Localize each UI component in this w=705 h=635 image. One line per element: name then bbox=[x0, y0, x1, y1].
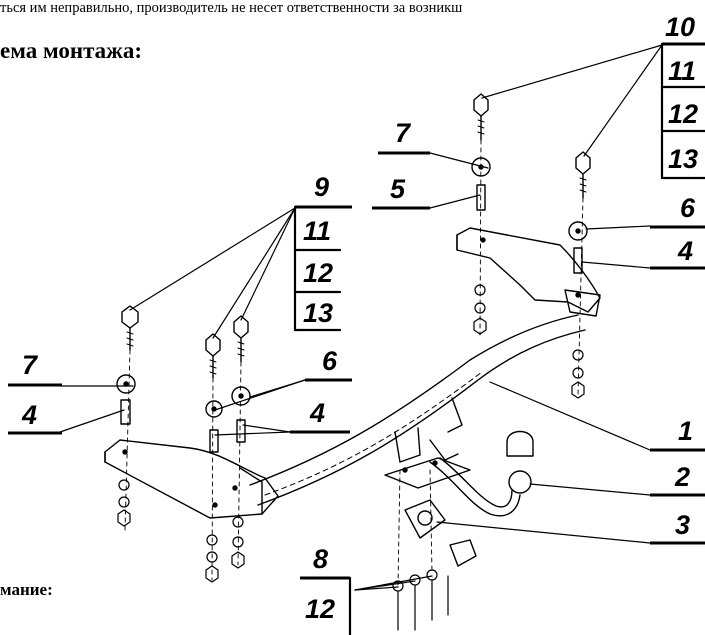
crossbar-tube bbox=[249, 314, 586, 506]
callout-6-left: 6 bbox=[322, 346, 338, 376]
label-underlines bbox=[8, 42, 705, 580]
callout-11-right: 11 bbox=[668, 56, 696, 86]
callout-12-bottom: 12 bbox=[305, 594, 335, 624]
sleeves bbox=[120, 184, 583, 453]
callout-4-mid: 4 bbox=[309, 398, 325, 428]
callout-12-left: 12 bbox=[303, 258, 333, 288]
left-bracket bbox=[104, 439, 279, 519]
callout-3: 3 bbox=[675, 510, 690, 540]
callout-1: 1 bbox=[678, 416, 693, 446]
callout-9: 9 bbox=[314, 172, 329, 202]
tow-ball-neck bbox=[429, 430, 534, 517]
leader-lines bbox=[59, 44, 663, 591]
assembly-guides bbox=[124, 139, 584, 586]
bolt-right-1 bbox=[473, 93, 489, 141]
section-heading: ема монтажа: bbox=[0, 38, 142, 63]
label-box-left bbox=[293, 205, 342, 332]
bolt-left-3 bbox=[233, 315, 249, 363]
callout-12-right: 12 bbox=[668, 99, 698, 129]
label-box-right bbox=[660, 42, 705, 180]
callout-4-right: 4 bbox=[677, 236, 693, 266]
note-label: мание: bbox=[0, 580, 53, 599]
callout-6-right: 6 bbox=[680, 193, 696, 223]
washers bbox=[116, 157, 588, 418]
callout-13-right: 13 bbox=[668, 144, 698, 174]
callout-4-left: 4 bbox=[21, 400, 37, 430]
nut-stacks bbox=[117, 284, 585, 631]
bolt-left-2 bbox=[205, 333, 221, 379]
bolt-right-2 bbox=[575, 151, 591, 199]
socket-plate bbox=[404, 499, 477, 567]
right-bracket bbox=[456, 227, 601, 317]
callout-8: 8 bbox=[313, 544, 328, 574]
bolt-left bbox=[121, 305, 139, 351]
callout-2: 2 bbox=[674, 462, 690, 492]
callout-10: 10 bbox=[665, 12, 695, 42]
cropped-intro-text: ться им неправильно, производитель не не… bbox=[0, 0, 463, 16]
callout-7-top: 7 bbox=[395, 118, 412, 148]
callout-5: 5 bbox=[390, 174, 406, 204]
callout-7-left: 7 bbox=[22, 350, 39, 380]
hitch-bracket bbox=[384, 397, 471, 489]
callout-13-left: 13 bbox=[303, 298, 333, 328]
callout-11-left: 11 bbox=[303, 216, 331, 246]
